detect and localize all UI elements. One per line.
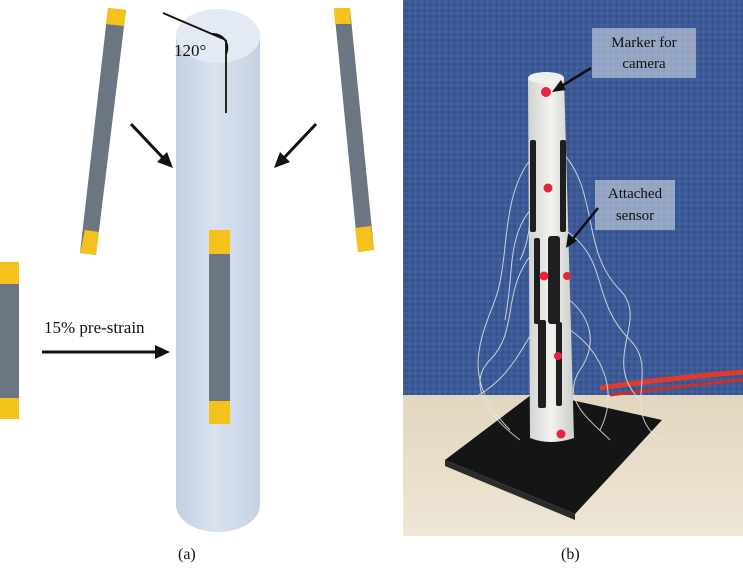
marker-label-box: Marker for camera bbox=[592, 28, 696, 78]
camera-markers bbox=[539, 87, 571, 439]
sensor-arrow bbox=[566, 207, 599, 248]
red-cable bbox=[599, 369, 743, 391]
prestrain-label: 15% pre-strain bbox=[44, 318, 145, 337]
sensor-prestrained bbox=[0, 262, 19, 419]
arrow-right-to-cylinder bbox=[274, 122, 318, 168]
marker-label-line2: camera bbox=[622, 56, 666, 72]
sensor-label-line2: sensor bbox=[616, 208, 654, 224]
marker-label-line1: Marker for bbox=[611, 35, 676, 51]
arrow-left-to-cylinder bbox=[129, 122, 173, 168]
angle-label: 120° bbox=[174, 41, 206, 60]
marker-arrow bbox=[552, 66, 592, 92]
sensor-label-box: Attached sensor bbox=[595, 180, 675, 230]
attached-sensors bbox=[530, 140, 566, 408]
sensor-upper-right bbox=[334, 8, 374, 252]
caption-a: (a) bbox=[178, 546, 196, 563]
prestrain-arrow bbox=[42, 345, 170, 359]
sensor-label-line1: Attached bbox=[608, 186, 663, 202]
caption-b: (b) bbox=[561, 546, 580, 563]
schematic-diagram: 120° 15% pre-strain bbox=[0, 8, 374, 532]
angle-indicator bbox=[162, 12, 229, 113]
sensor-upper-left bbox=[80, 8, 126, 255]
sensor-attached bbox=[209, 230, 230, 424]
